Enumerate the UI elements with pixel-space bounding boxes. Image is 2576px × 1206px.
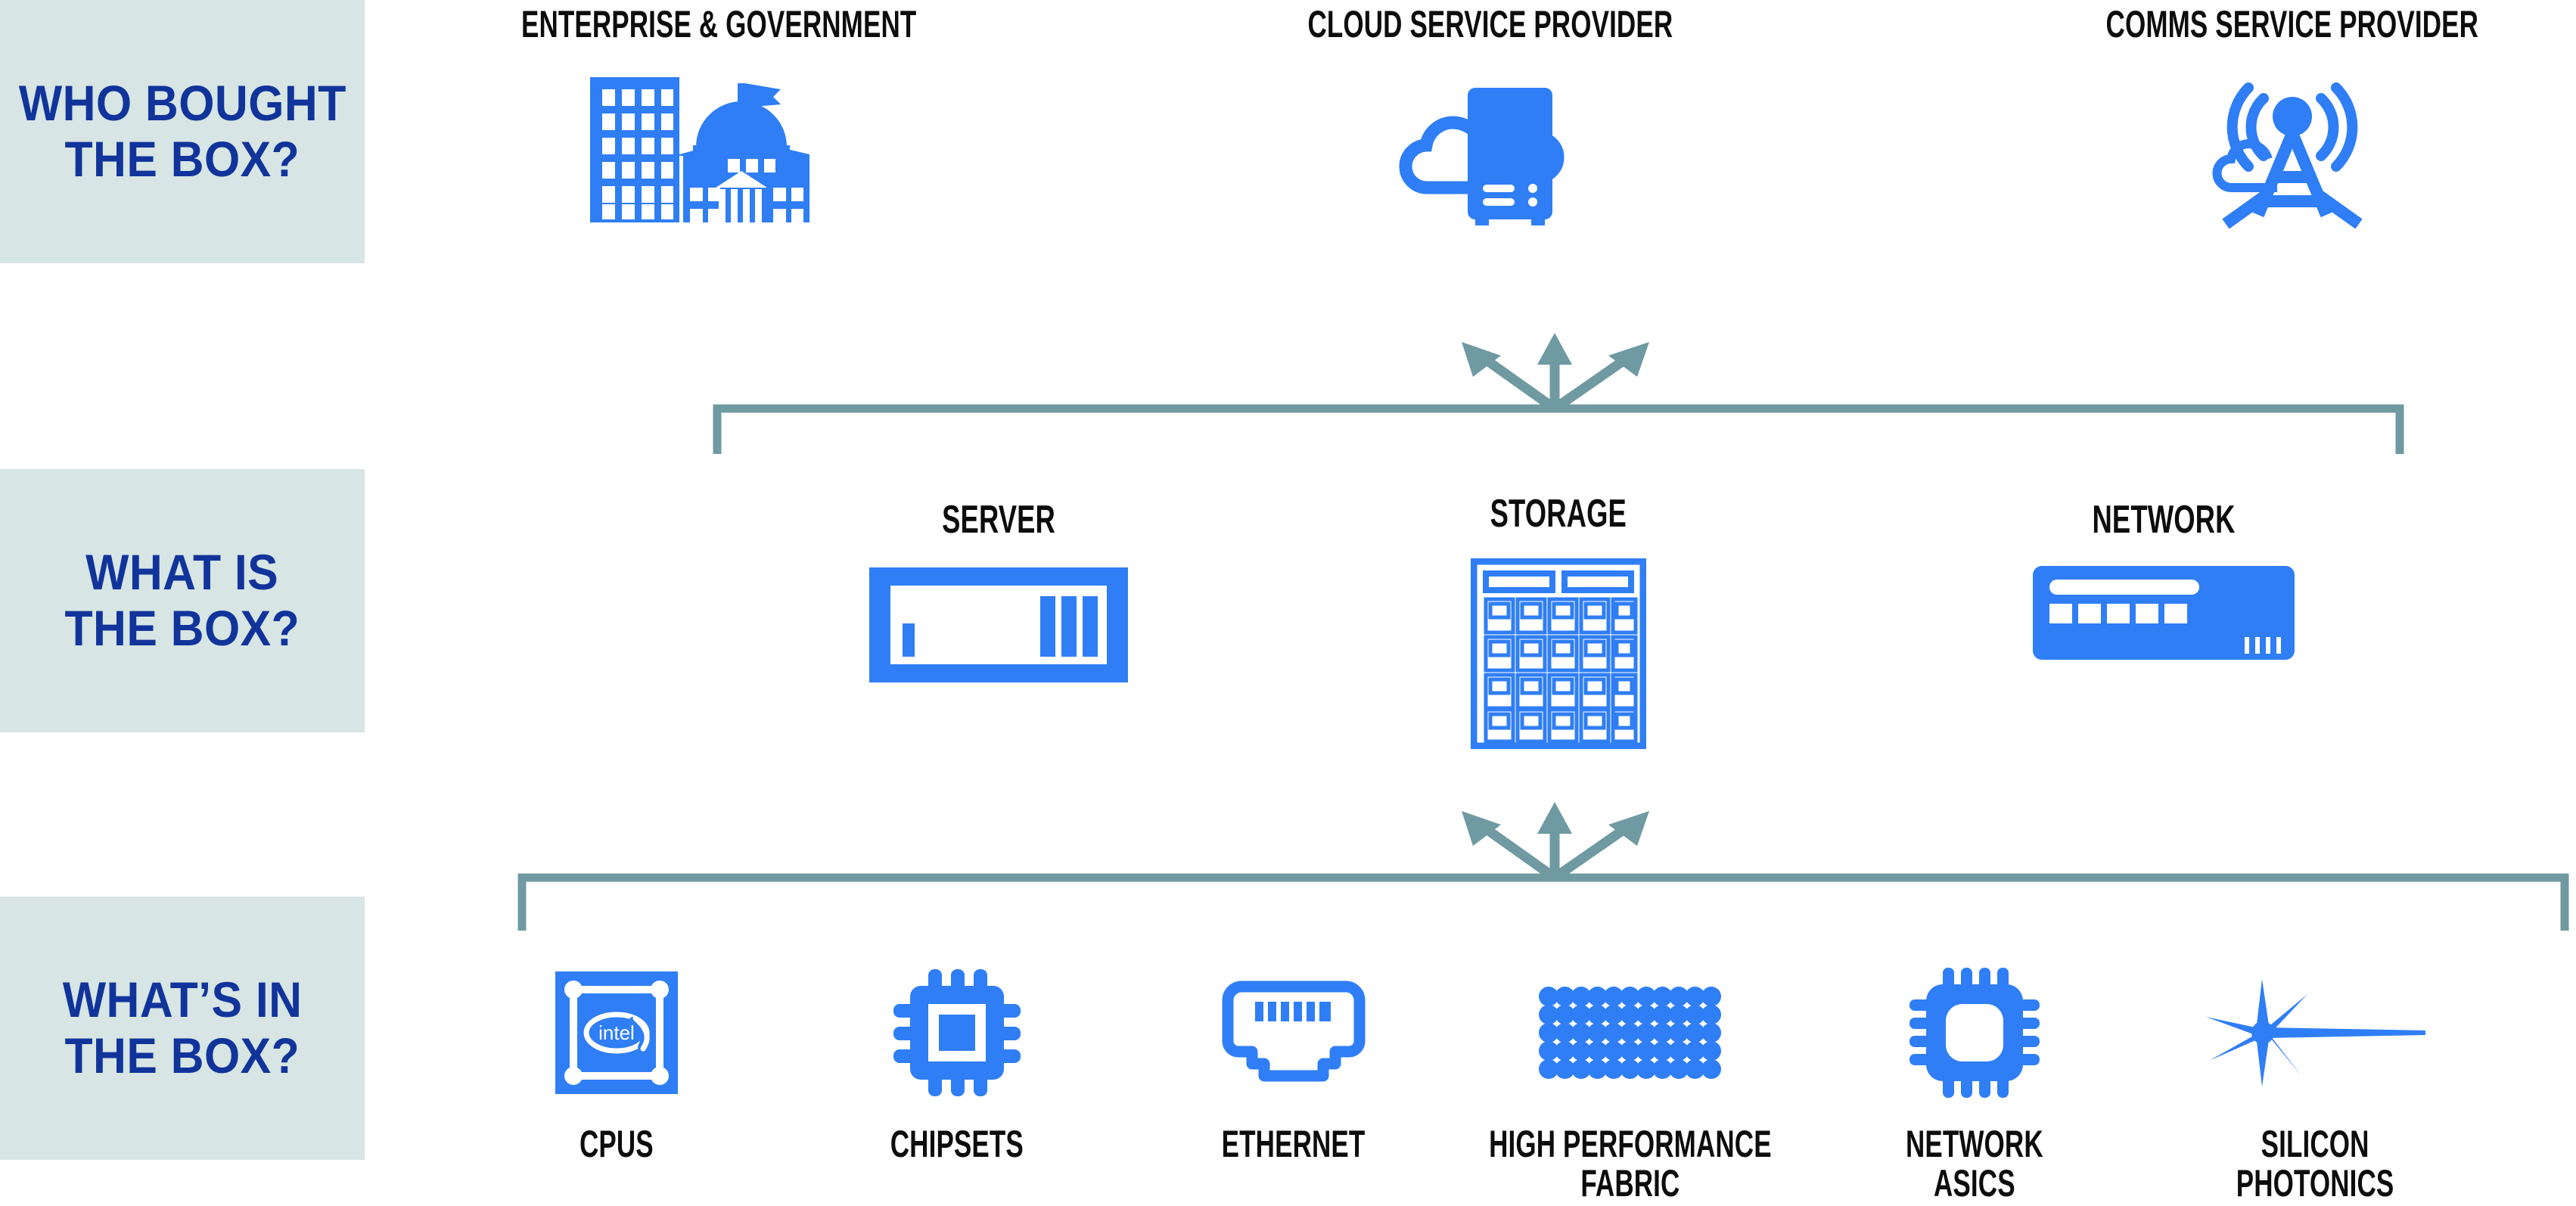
tier2-label-server: SERVER xyxy=(942,498,1055,542)
tier3-label-ethernet: ETHERNET xyxy=(1222,1124,1366,1164)
tier3-label-chipsets-line1: CHIPSETS xyxy=(890,1123,1024,1165)
tier3-label-asics-line1: NETWORK xyxy=(1906,1123,2043,1165)
band-in-line2: THE BOX? xyxy=(64,1027,300,1083)
tier3-node-cpus: intel CPUS xyxy=(465,961,768,1164)
government-buildings-icon xyxy=(583,64,855,230)
band-who-line1: WHO BOUGHT xyxy=(18,75,346,132)
tier3-node-silicon-photonics: SILICON PHOTONICS xyxy=(2164,961,2466,1203)
tier1-node-enterprise-government: ENTERPRISE & GOVERNMENT xyxy=(469,5,968,230)
bracket-tier1-tier2 xyxy=(713,404,2404,454)
tier3-label-network-asics: NETWORK ASICS xyxy=(1906,1124,2043,1203)
storage-rack-icon xyxy=(1471,558,1646,750)
band-what-is-the-box: WHAT IS THE BOX? xyxy=(0,469,365,732)
band-in-line1: WHAT’S IN xyxy=(62,971,303,1028)
tier3-label-cpus-line1: CPUS xyxy=(580,1123,654,1165)
band-who-line2: THE BOX? xyxy=(64,131,300,187)
fan-arrows-tier1-tier2 xyxy=(1462,333,1649,413)
band-what-line2: THE BOX? xyxy=(64,600,300,656)
tier3-node-ethernet: ETHERNET xyxy=(1142,961,1445,1164)
tier3-label-chipsets: CHIPSETS xyxy=(890,1124,1024,1164)
tier3-label-photonics-line2: PHOTONICS xyxy=(2236,1162,2394,1204)
tier1-label-cloud-service-provider: CLOUD SERVICE PROVIDER xyxy=(1307,3,1673,45)
network-switch-icon xyxy=(2031,564,2296,661)
tier2-label-network: NETWORK xyxy=(2092,498,2236,542)
tier3-node-high-performance-fabric: HIGH PERFORMANCE FABRIC xyxy=(1479,961,1782,1203)
tier3-label-fabric-line1: HIGH PERFORMANCE xyxy=(1489,1123,1772,1165)
tier2-node-server: SERVER xyxy=(802,499,1195,685)
tier3-label-silicon-photonics: SILICON PHOTONICS xyxy=(2236,1124,2394,1203)
band-what-line1: WHAT IS xyxy=(85,544,279,601)
intel-cpu-icon: intel xyxy=(554,961,679,1105)
network-asic-icon xyxy=(1906,961,2043,1105)
bracket-tier2-tier3 xyxy=(517,873,2569,931)
tier3-label-asics-line2: ASICS xyxy=(1934,1162,2015,1204)
band-whats-in-the-box: WHAT’S IN THE BOX? xyxy=(0,897,365,1160)
tier3-label-photonics-line1: SILICON xyxy=(2261,1123,2369,1165)
tier1-label-comms-service-provider: COMMS SERVICE PROVIDER xyxy=(2105,3,2479,45)
tier3-label-ethernet-line1: ETHERNET xyxy=(1222,1123,1366,1165)
svg-text:intel: intel xyxy=(598,1021,635,1044)
server-chassis-icon xyxy=(866,564,1131,685)
photonics-light-burst-icon xyxy=(2202,961,2428,1105)
ethernet-port-icon xyxy=(1222,961,1366,1105)
tier1-node-cloud-service-provider: CLOUD SERVICE PROVIDER xyxy=(1241,5,1740,230)
chipset-icon xyxy=(889,961,1025,1105)
tier3-label-cpus: CPUS xyxy=(580,1124,654,1164)
band-who-bought-the-box: WHO BOUGHT THE BOX? xyxy=(0,0,365,263)
tier1-label-enterprise-government: ENTERPRISE & GOVERNMENT xyxy=(520,3,917,45)
cell-tower-icon xyxy=(2179,64,2406,230)
cloud-server-icon xyxy=(1354,64,1627,230)
intel-logo: intel xyxy=(583,1012,650,1054)
tier2-node-storage: STORAGE xyxy=(1362,492,1755,750)
tier3-label-fabric-line2: FABRIC xyxy=(1580,1162,1680,1204)
tier2-label-storage: STORAGE xyxy=(1490,492,1627,536)
tier3-node-network-asics: NETWORK ASICS xyxy=(1823,961,2126,1203)
tier2-node-network: NETWORK xyxy=(1967,499,2360,661)
fabric-dot-grid-icon xyxy=(1538,961,1723,1105)
tier3-node-chipsets: CHIPSETS xyxy=(806,961,1108,1164)
tier1-node-comms-service-provider: COMMS SERVICE PROVIDER xyxy=(2028,5,2557,230)
fan-arrows-tier2-tier3 xyxy=(1462,802,1649,882)
tier3-label-high-performance-fabric: HIGH PERFORMANCE FABRIC xyxy=(1489,1124,1772,1203)
